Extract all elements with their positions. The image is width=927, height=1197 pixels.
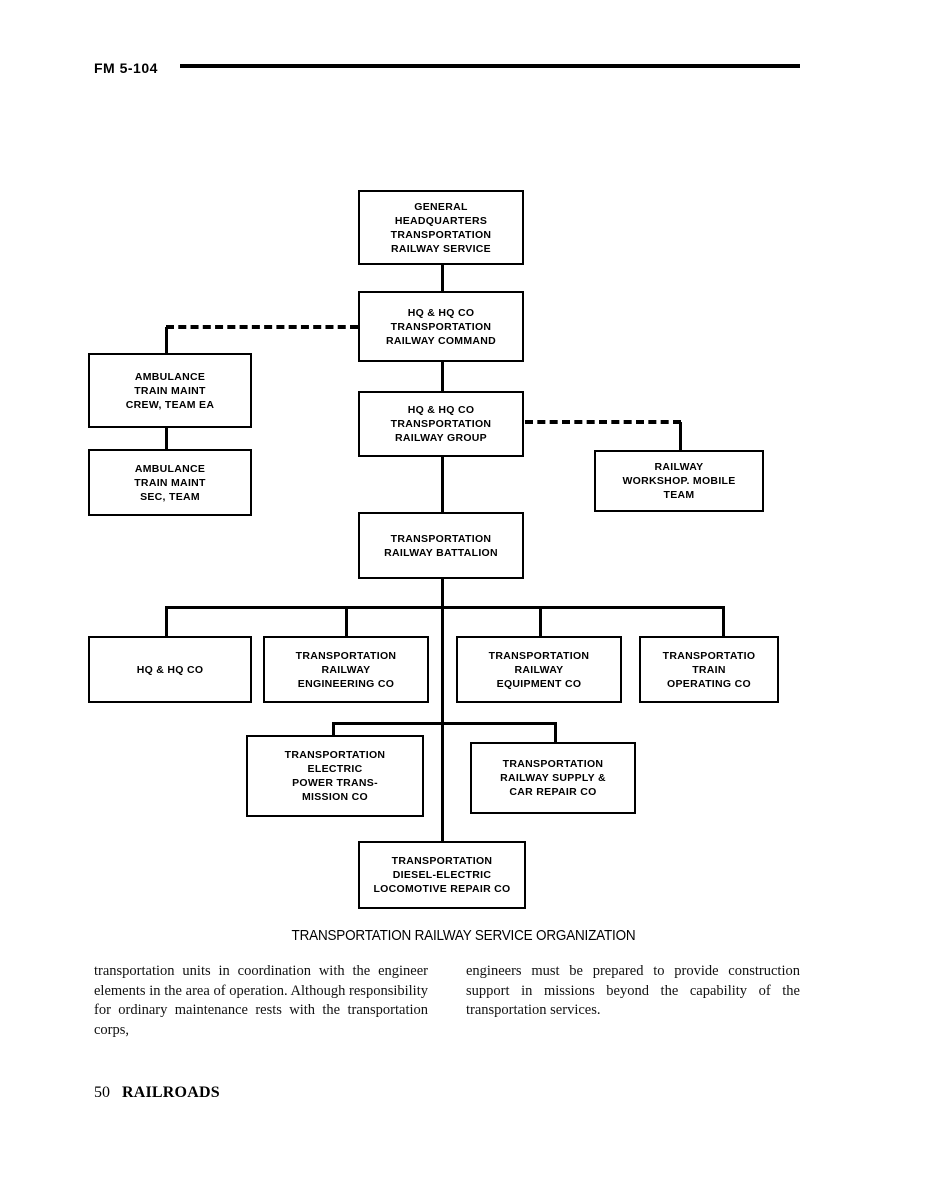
connector-bus-to-engineering-co xyxy=(345,606,348,636)
connector-bus-to-hq-hq-co xyxy=(165,606,168,636)
node-line: RAILWAY xyxy=(514,663,564,676)
node-line: TEAM xyxy=(663,489,695,501)
node-line: HQ & HQ CO xyxy=(407,306,475,319)
connector-dashed-drop-ambulance xyxy=(165,327,168,354)
org-chart-diagram: GENERAL HEADQUARTERS TRANSPORTATION RAIL… xyxy=(88,190,779,909)
node-transportation-railway-equipment-co[interactable]: TRANSPORTATION RAILWAY EQUIPMENT CO xyxy=(456,636,622,703)
connector-ambulance-crew-to-sec xyxy=(165,427,168,449)
node-line: LOCOMOTIVE REPAIR CO xyxy=(373,883,511,895)
body-text: transportation units in coordination wit… xyxy=(94,962,800,1040)
node-transportation-railway-engineering-co[interactable]: TRANSPORTATION RAILWAY ENGINEERING CO xyxy=(263,636,429,703)
node-transportation-railway-battalion[interactable]: TRANSPORTATION RAILWAY BATTALION xyxy=(358,512,524,579)
connector-dashed-drop-workshop xyxy=(679,422,682,450)
connector-group-to-battalion xyxy=(441,456,444,512)
node-line: AMBULANCE xyxy=(134,370,206,383)
node-line: TRAIN MAINT xyxy=(134,384,206,397)
node-line: RAILWAY BATTALION xyxy=(384,546,498,559)
node-line: TRANSPORTATION xyxy=(391,855,493,867)
connector-battalion-to-company-bus xyxy=(441,578,444,608)
node-hq-hq-co-transportation-railway-command[interactable]: HQ & HQ CO TRANSPORTATION RAILWAY COMMAN… xyxy=(358,291,524,362)
page-number: 50 xyxy=(94,1084,110,1101)
page-footer: 50 RAILROADS xyxy=(94,1084,220,1102)
body-text-right-column: engineers must be prepared to provide co… xyxy=(466,962,800,1040)
node-line: TRANSPORTATION xyxy=(390,320,492,333)
node-line: ELECTRIC xyxy=(307,763,363,775)
node-transportation-railway-supply-car-repair-co[interactable]: TRANSPORTATION RAILWAY SUPPLY & CAR REPA… xyxy=(470,742,636,814)
node-line: AMBULANCE xyxy=(134,462,206,475)
node-line: TRAIN MAINT xyxy=(134,476,206,489)
header-rule xyxy=(180,64,800,68)
node-line: TRANSPORTATION xyxy=(390,418,492,430)
node-ambulance-train-maint-crew-team-ea[interactable]: AMBULANCE TRAIN MAINT CREW, TEAM EA xyxy=(88,353,252,428)
connector-bus-to-train-operating-co xyxy=(722,606,725,636)
node-transportation-diesel-electric-locomotive-repair-co[interactable]: TRANSPORTATION DIESEL-ELECTRIC LOCOMOTIV… xyxy=(358,841,526,909)
figure-caption: TRANSPORTATION RAILWAY SERVICE ORGANIZAT… xyxy=(291,928,636,944)
node-line: EQUIPMENT CO xyxy=(496,677,582,690)
node-hq-hq-co[interactable]: HQ & HQ CO xyxy=(88,636,252,703)
node-line: CREW, TEAM EA xyxy=(125,398,215,411)
connector-bus-to-electric-power-co xyxy=(332,722,335,747)
node-transportation-electric-power-transmission-co[interactable]: TRANSPORTATION ELECTRIC POWER TRANS- MIS… xyxy=(246,735,424,817)
node-line: TRANSPORTATION xyxy=(488,649,590,662)
node-line: TRANSPORTATION xyxy=(284,749,386,761)
node-line: SEC, TEAM xyxy=(140,490,200,503)
node-line: GENERAL xyxy=(414,200,468,213)
node-line: DIESEL-ELECTRIC xyxy=(392,869,492,881)
node-railway-workshop-mobile-team[interactable]: RAILWAY WORKSHOP. MOBILE TEAM xyxy=(594,450,764,512)
section-title: RAILROADS xyxy=(122,1084,220,1101)
node-line: RAILWAY SUPPLY & xyxy=(500,772,606,784)
node-line: RAILWAY SERVICE xyxy=(390,242,491,255)
node-transportation-train-operating-co[interactable]: TRANSPORTATIO TRAIN OPERATING CO xyxy=(639,636,779,703)
node-line: RAILWAY GROUP xyxy=(394,432,487,444)
node-line: TRAIN xyxy=(692,663,726,676)
node-line: OPERATING CO xyxy=(667,677,751,690)
node-line: POWER TRANS- xyxy=(292,777,378,789)
body-paragraph-left: transportation units in coordination wit… xyxy=(94,963,428,1038)
node-line: RAILWAY xyxy=(654,461,704,473)
node-ghq-transportation-railway-service[interactable]: GENERAL HEADQUARTERS TRANSPORTATION RAIL… xyxy=(358,190,524,265)
node-line: HQ & HQ CO xyxy=(136,663,204,676)
node-line: HQ & HQ CO xyxy=(407,404,475,416)
node-line: ENGINEERING CO xyxy=(297,677,395,690)
company-bus-horizontal xyxy=(166,606,725,609)
node-line: TRANSPORTATION xyxy=(390,532,492,545)
node-line: CAR REPAIR CO xyxy=(509,786,597,798)
dashed-connector-command-to-ambulance xyxy=(166,325,358,329)
node-ambulance-train-maint-sec-team[interactable]: AMBULANCE TRAIN MAINT SEC, TEAM xyxy=(88,449,252,516)
node-line: TRANSPORTATION xyxy=(390,228,492,241)
page-header: FM 5-104 xyxy=(0,0,927,100)
body-paragraph-right: engineers must be prepared to provide co… xyxy=(466,963,800,1018)
support-bus-horizontal xyxy=(333,722,557,725)
node-line: MISSION CO xyxy=(301,791,368,803)
connector-spine-to-locomotive-repair-co xyxy=(441,722,444,842)
node-line: TRANSPORTATION xyxy=(502,758,604,770)
connector-bus-to-supply-car-repair-co xyxy=(554,722,557,752)
connector-ghq-to-command xyxy=(441,264,444,291)
node-line: RAILWAY COMMAND xyxy=(385,334,497,347)
node-hq-hq-co-transportation-railway-group[interactable]: HQ & HQ CO TRANSPORTATION RAILWAY GROUP xyxy=(358,391,524,457)
connector-bus-to-equipment-co xyxy=(539,606,542,636)
node-line: WORKSHOP. MOBILE xyxy=(622,475,736,487)
connector-command-to-group xyxy=(441,361,444,391)
manual-id-label: FM 5-104 xyxy=(94,60,158,76)
dashed-connector-group-to-workshop xyxy=(525,420,681,424)
node-line: HEADQUARTERS xyxy=(394,214,488,227)
node-line: TRANSPORTATIO xyxy=(662,649,756,662)
node-line: RAILWAY xyxy=(321,663,371,676)
node-line: TRANSPORTATION xyxy=(295,649,397,662)
connector-spine-through-company-row xyxy=(441,606,444,723)
body-text-left-column: transportation units in coordination wit… xyxy=(94,962,428,1040)
